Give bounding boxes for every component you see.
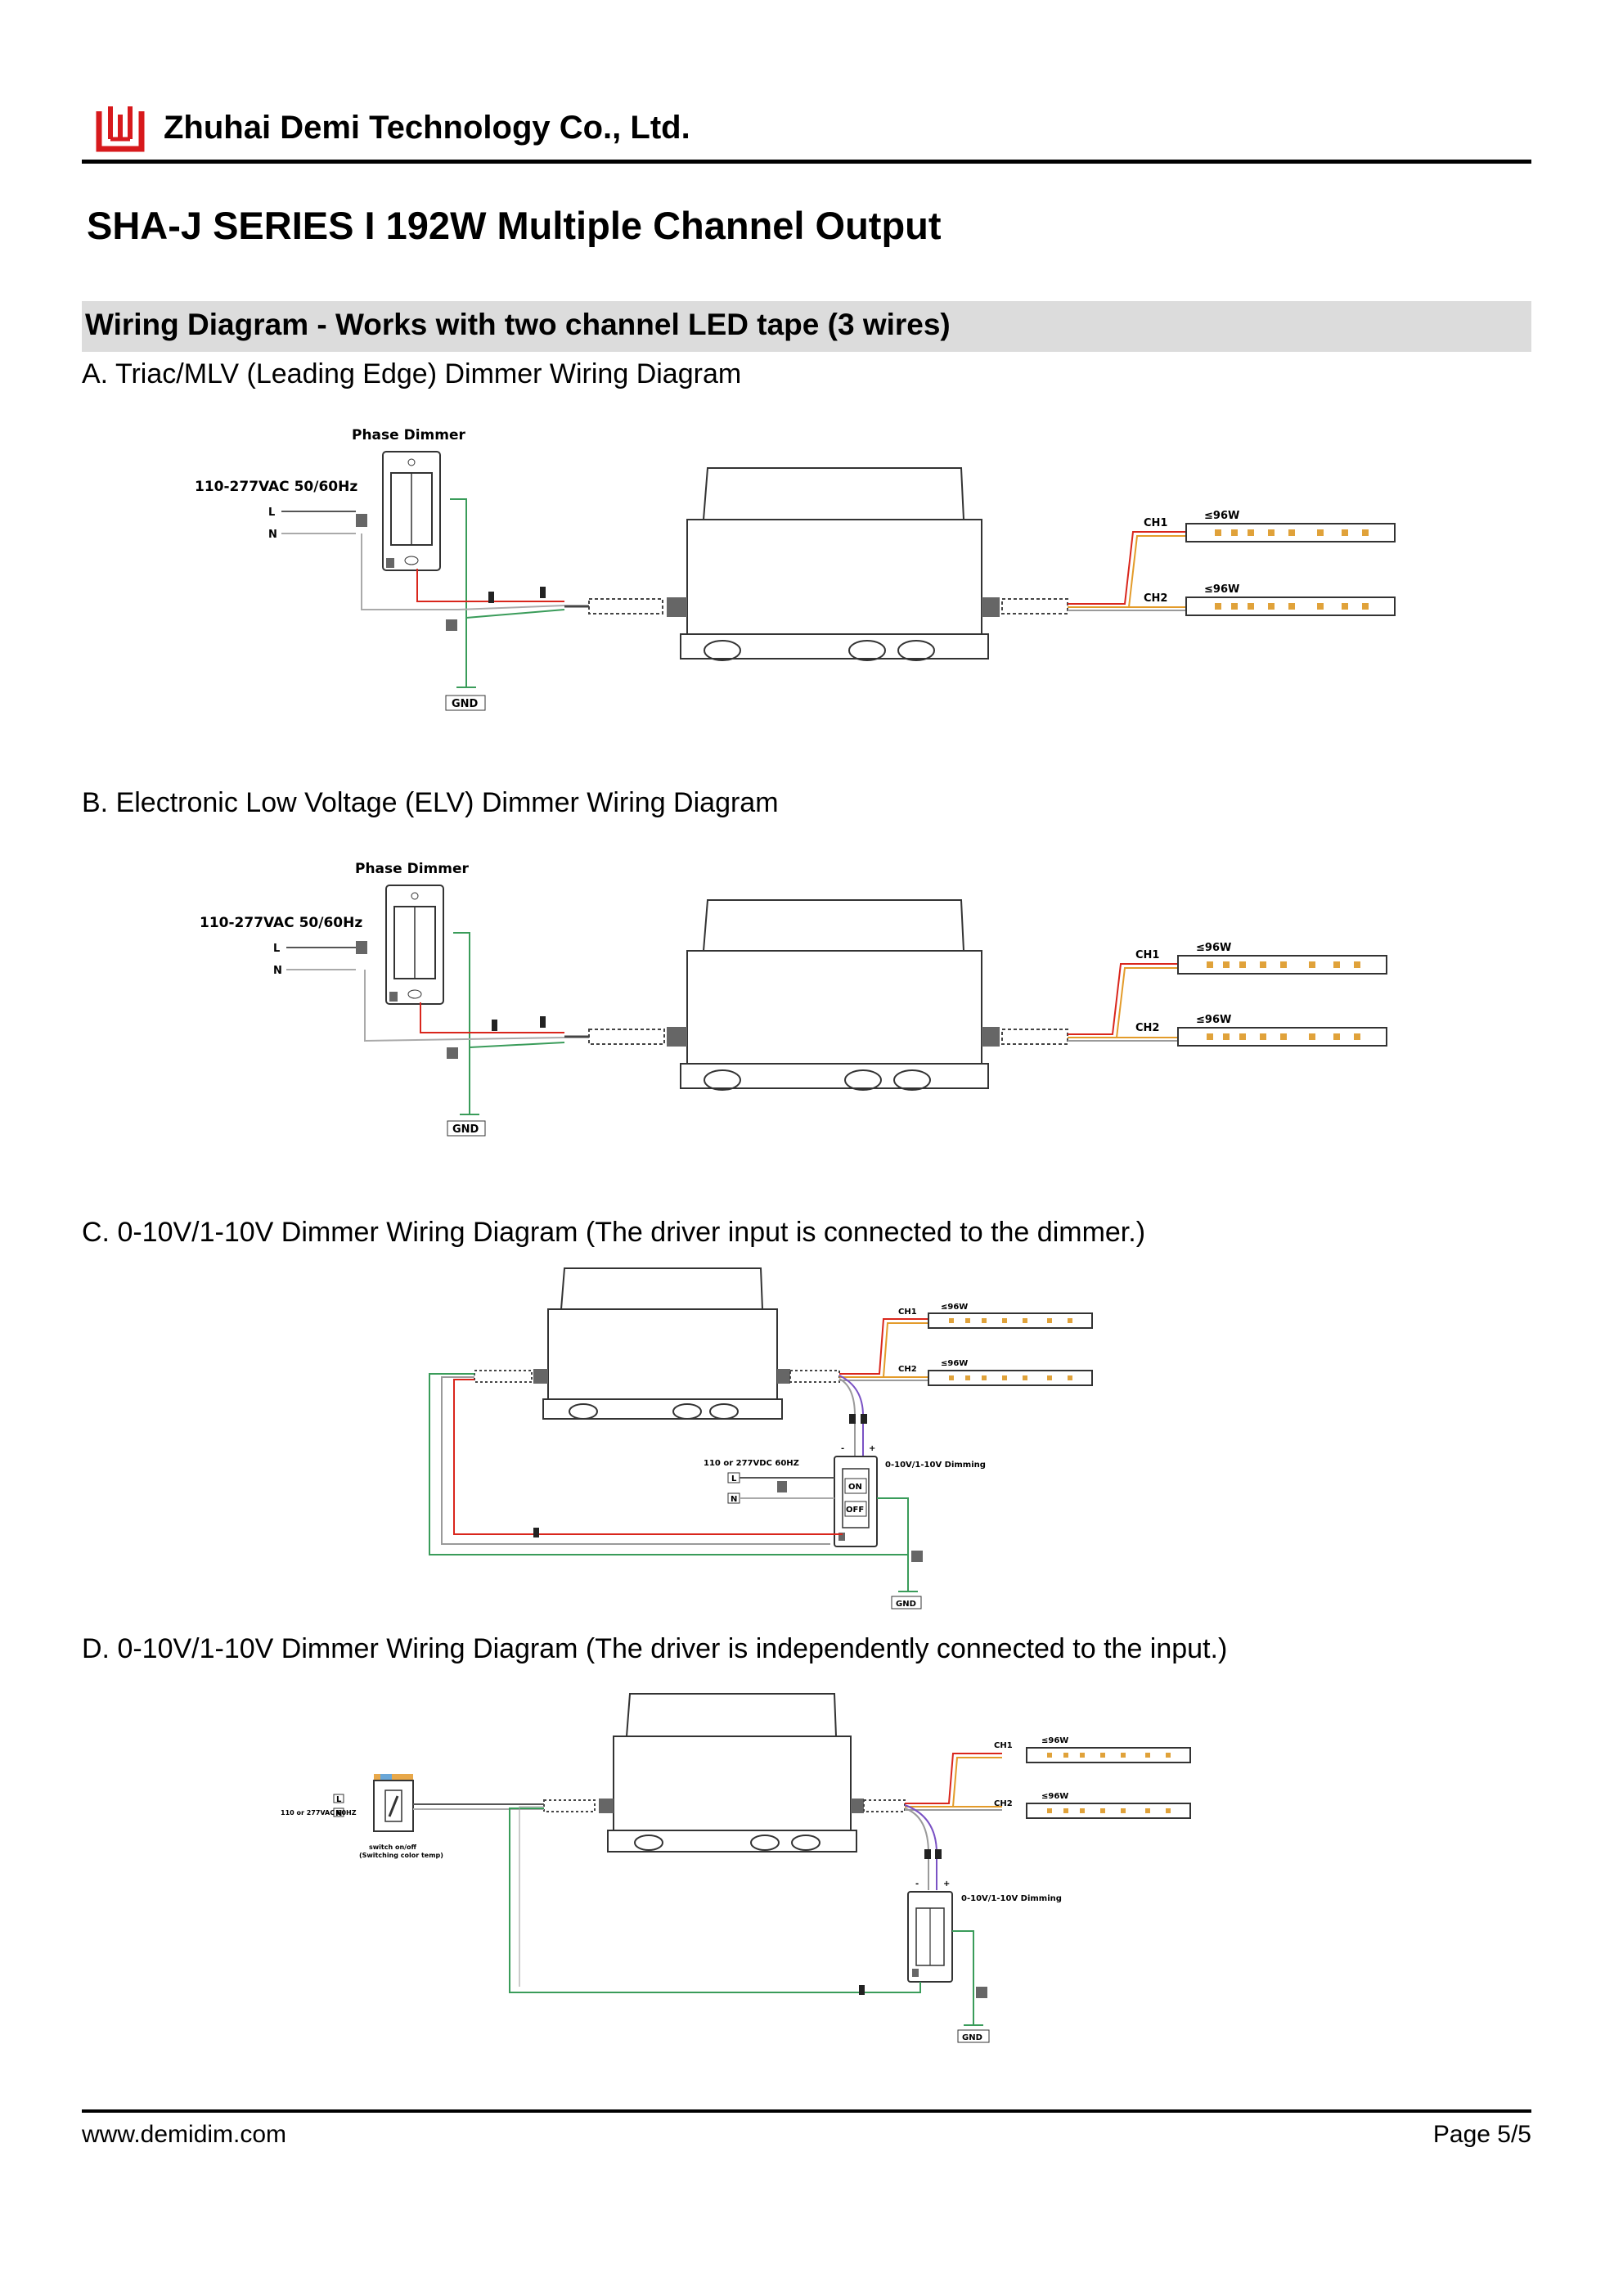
page-title: SHA-J SERIES I 192W Multiple Channel Out… [87,204,942,247]
wall-switch-icon [373,1774,414,1832]
input-label: 110-277VAC 50/60Hz [195,479,357,495]
diagram-a: Phase Dimmer 110-277VAC 50/60Hz L N GND [195,427,1396,711]
watt2-label: ≤96W [1204,583,1239,596]
minus-label: - [841,1444,844,1453]
ground-icon: GND [957,2024,990,2043]
off-label: OFF [846,1506,864,1515]
led-driver-icon [667,467,1000,661]
ground-icon: GND [447,1105,486,1137]
watt2-label: ≤96W [1041,1792,1068,1801]
line-label: L [336,1795,342,1804]
caption-a: A. Triac/MLV (Leading Edge) Dimmer Wirin… [82,358,742,389]
wire-nut-icon [849,1414,856,1424]
page-number: Page 5/5 [1432,2121,1531,2148]
dimmer-label: Phase Dimmer [352,427,465,443]
line-label: L [731,1474,737,1483]
footer-url[interactable]: www.demidim.com [82,2121,287,2148]
gnd-label: GND [962,2033,982,2042]
plus-label: + [869,1444,875,1453]
watt2-label: ≤96W [941,1359,968,1368]
gnd-label: GND [452,698,479,710]
wire-nut-icon [861,1414,867,1424]
section-title: Wiring Diagram - Works with two channel … [85,308,951,341]
led-strip-icon [1026,1747,1191,1819]
watt1-label: ≤96W [1196,942,1231,954]
010v-dimmer-icon [907,1891,953,1983]
input-label: 110 or 277VAC 60HZ [281,1809,357,1817]
ch1-label: CH1 [1135,949,1159,961]
line-label: L [273,943,280,955]
header-rule [82,160,1531,164]
ground-icon: GND [891,1591,922,1609]
led-strip-icon [1185,523,1396,616]
company-name: Zhuhai Demi Technology Co., Ltd. [164,110,690,146]
watt2-label: ≤96W [1196,1014,1231,1026]
plus-label: + [943,1880,950,1889]
section-bar [82,301,1531,352]
neutral-label: N [731,1495,737,1504]
ground-icon: GND [445,675,486,711]
led-driver-icon [599,1693,864,1853]
dimming-label: 0-10V/1-10V Dimming [961,1894,1062,1903]
diagram-d: L N 110 or 277VAC 60HZ switch on/off (Sw… [281,1693,1191,2043]
gnd-label: GND [452,1123,479,1136]
input-label: 110-277VAC 50/60Hz [200,915,362,931]
wire-nut-icon [492,1020,497,1031]
company-logo-icon [96,106,145,152]
line-label: L [268,506,275,519]
diagram-b: Phase Dimmer 110-277VAC 50/60Hz L N GND [200,861,1387,1137]
led-driver-icon [667,899,1000,1091]
watt1-label: ≤96W [1041,1736,1068,1745]
phase-dimmer-icon [356,885,444,1005]
dimmer-label: Phase Dimmer [355,861,469,877]
ch2-label: CH2 [1144,592,1167,605]
diagram-c: CH1 CH2 ≤96W ≤96W - + ON OFF 0-10V/1-10V… [429,1267,1093,1609]
led-strip-icon [1177,955,1387,1047]
neutral-label: N [268,529,277,541]
switch-label: switch on/off [369,1844,417,1851]
ch1-label: CH1 [1144,517,1167,529]
wire-nut-icon [859,1985,865,1995]
wire-nut-icon [540,1016,546,1028]
caption-c: C. 0-10V/1-10V Dimmer Wiring Diagram (Th… [82,1217,1146,1248]
neutral-label: N [335,1809,342,1818]
caption-d: D. 0-10V/1-10V Dimmer Wiring Diagram (Th… [82,1633,1228,1664]
010v-dimmer-icon: ON OFF [834,1456,878,1547]
phase-dimmer-icon [356,451,441,571]
footer-rule [82,2109,1531,2113]
wire-nut-icon [533,1528,539,1537]
ch2-label: CH2 [994,1799,1013,1808]
led-driver-icon [533,1267,790,1420]
ch1-label: CH1 [898,1308,917,1317]
watt1-label: ≤96W [1204,510,1239,522]
neutral-label: N [273,965,282,977]
wire-nut-icon [540,587,546,598]
caption-b: B. Electronic Low Voltage (ELV) Dimmer W… [82,787,779,818]
dimming-label: 0-10V/1-10V Dimming [885,1461,986,1470]
ch1-label: CH1 [994,1741,1013,1750]
switch-sub-label: (Switching color temp) [359,1852,443,1859]
watt1-label: ≤96W [941,1303,968,1312]
ch2-label: CH2 [898,1365,917,1374]
minus-label: - [915,1880,919,1889]
ch2-label: CH2 [1135,1022,1159,1034]
gnd-label: GND [896,1600,916,1609]
on-label: ON [848,1483,862,1492]
input-label: 110 or 277VDC 60HZ [704,1459,799,1468]
wire-nut-icon [488,592,494,603]
wire-nut-icon [924,1849,931,1859]
wire-nut-icon [935,1849,942,1859]
led-strip-icon [928,1312,1093,1386]
